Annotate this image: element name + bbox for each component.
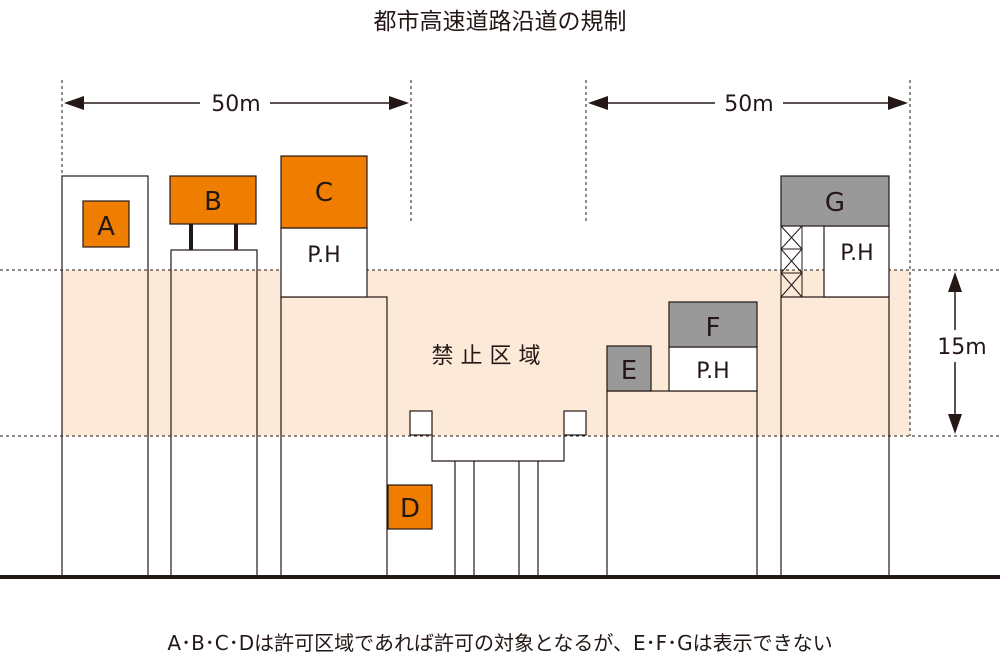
sign-b-label: B bbox=[204, 187, 222, 217]
left-dimension-arrow bbox=[64, 96, 409, 110]
sign-f bbox=[668, 301, 758, 348]
penthouse-g-label: P.H bbox=[840, 241, 873, 266]
penthouse-c-label: P.H bbox=[307, 243, 340, 268]
sign-a-label: A bbox=[97, 212, 115, 242]
sign-d bbox=[387, 484, 433, 530]
left-dimension-label: 50m bbox=[211, 92, 260, 117]
sign-d-label: D bbox=[400, 494, 420, 524]
sign-e-label: E bbox=[621, 356, 637, 386]
prohibited-zone bbox=[62, 270, 910, 436]
right-dimension-arrow bbox=[588, 96, 908, 110]
sign-b bbox=[169, 175, 257, 225]
sign-a bbox=[82, 200, 130, 248]
sign-c bbox=[280, 155, 368, 229]
height-dimension-arrow bbox=[948, 272, 962, 434]
sign-e bbox=[606, 345, 652, 392]
sign-g-label: G bbox=[825, 188, 845, 218]
title: 都市高速道路沿道の規制 bbox=[373, 9, 627, 35]
right-dimension-label: 50m bbox=[724, 92, 773, 117]
elevated-expressway bbox=[409, 410, 587, 578]
penthouse-f bbox=[668, 346, 758, 392]
penthouse-f-label: P.H bbox=[696, 359, 729, 384]
sign-f-label: F bbox=[706, 313, 721, 343]
height-dimension-label: 15m bbox=[937, 335, 986, 360]
sign-g bbox=[780, 175, 890, 227]
sign-c-label: C bbox=[315, 178, 333, 208]
prohibited-zone-label: 禁 止 区 域 bbox=[432, 344, 541, 369]
penthouse-g bbox=[823, 225, 890, 298]
caption: A･B･C･Dは許可区域であれば許可の対象となるが、E･F･Gは表示できない bbox=[167, 631, 833, 655]
